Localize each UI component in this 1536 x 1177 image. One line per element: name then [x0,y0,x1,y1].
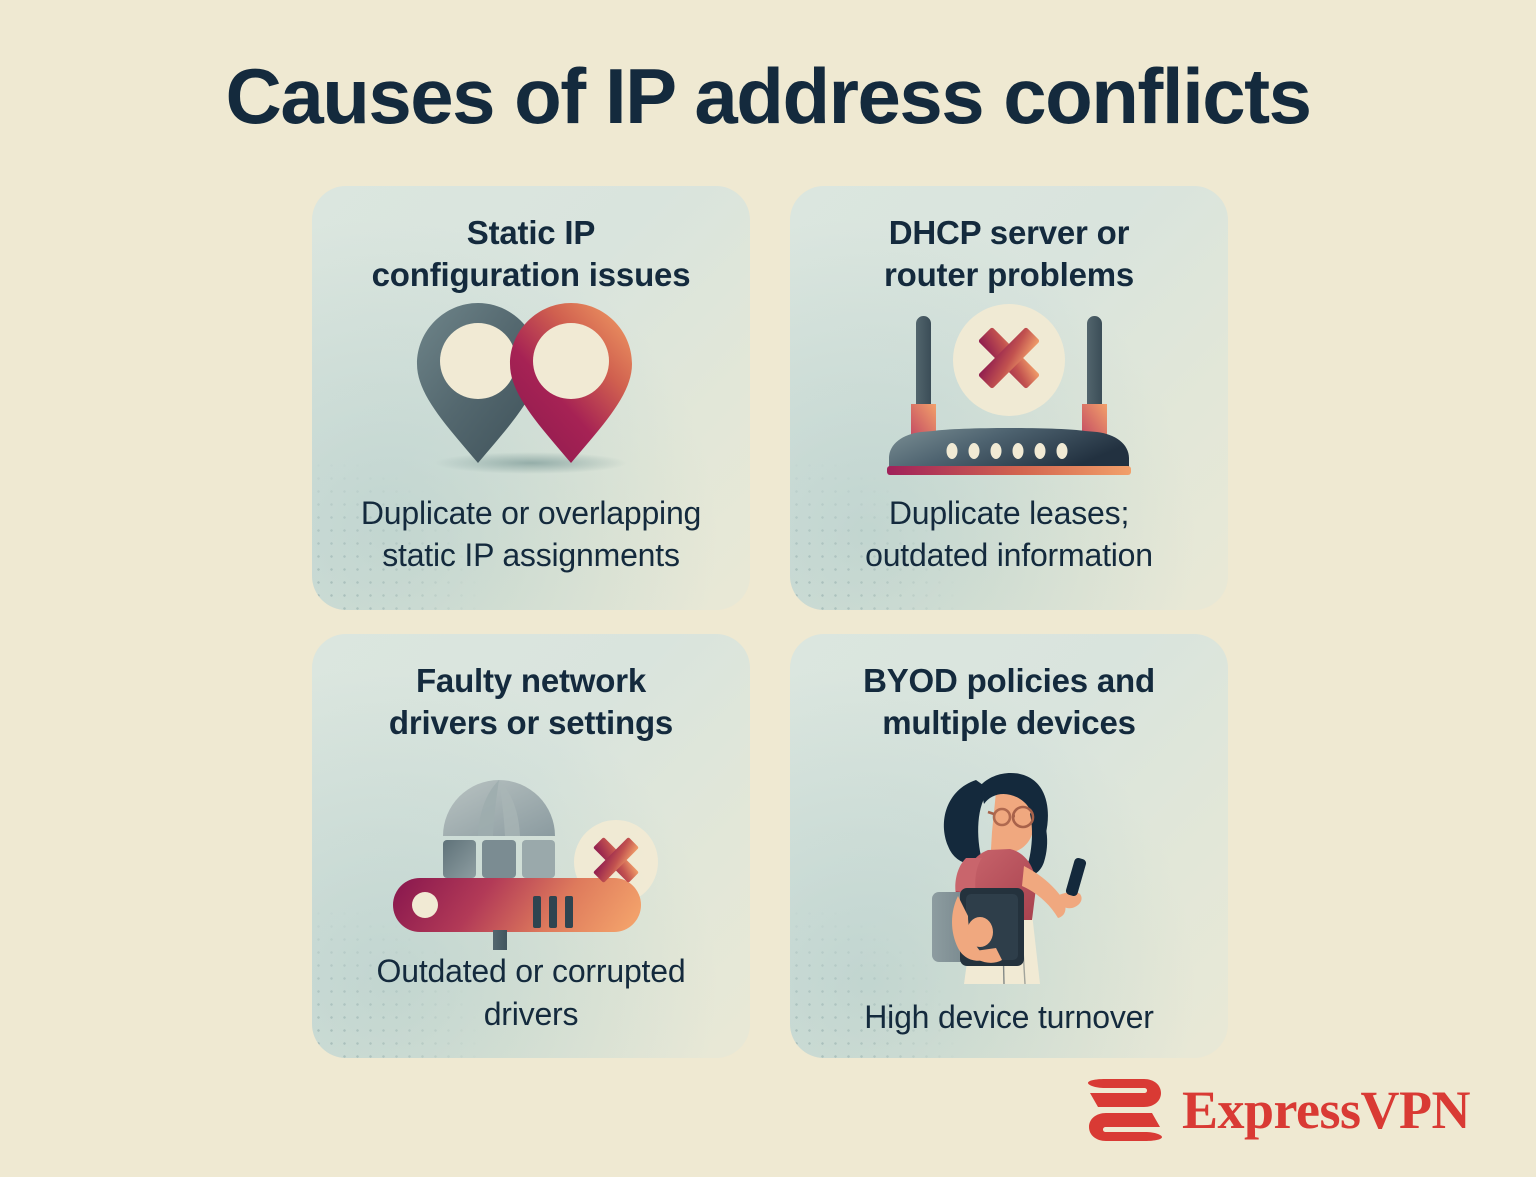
glasses-icon [987,806,1035,829]
smartphone-icon [1065,858,1087,897]
expressvpn-logo: ExpressVPN [1082,1073,1471,1147]
card-illustration [312,290,750,491]
map-pins-duplicate-icon [417,303,632,474]
card-heading: BYOD policies and multiple devices [808,660,1211,744]
card-dhcp-router-problems: DHCP server or router problems [790,186,1228,610]
card-static-ip-configuration: Static IP configuration issues [312,186,750,610]
card-heading-line: Faulty network [415,662,647,699]
card-caption-line: outdated information [865,536,1153,573]
card-heading: DHCP server or router problems [808,212,1211,296]
card-caption-line: static IP assignments [382,536,680,573]
card-caption-line: Duplicate or overlapping [360,494,702,531]
globe-dome [443,780,555,879]
person-with-devices-icon [932,773,1087,985]
error-x-icon [978,327,1040,389]
expressvpn-logo-mark [1087,1079,1162,1141]
card-illustration [790,294,1228,491]
card-illustration [790,746,1228,996]
page-title: Causes of IP address conflicts [225,52,1312,140]
card-heading: Faulty network drivers or settings [330,660,733,744]
card-caption: High device turnover [803,996,1215,1038]
cards-grid: Static IP configuration issues [312,186,1228,1058]
card-caption: Duplicate or overlapping static IP assig… [325,492,737,576]
card-heading-line: configuration issues [371,256,691,294]
card-heading-line: Static IP [466,214,596,251]
card-heading-line: DHCP server or [888,214,1130,251]
card-illustration [312,750,750,951]
card-caption-line: High device turnover [864,999,1154,1036]
card-caption: Duplicate leases; outdated information [803,492,1215,576]
card-caption: Outdated or corrupted drivers [325,950,737,1034]
error-x-icon [593,838,639,883]
card-heading-line: multiple devices [882,704,1136,742]
card-heading-line: drivers or settings [388,704,674,742]
router-error-icon [887,304,1131,475]
card-caption-line: Duplicate leases; [888,494,1130,531]
card-heading-line: router problems [883,256,1135,294]
card-caption-line: Outdated or corrupted [376,953,686,990]
card-byod-multiple-devices: BYOD policies and multiple devices [790,634,1228,1058]
card-heading-line: BYOD policies and [863,662,1155,699]
card-faulty-network-drivers: Faulty network drivers or settings [312,634,750,1058]
card-caption-line: drivers [483,995,579,1032]
expressvpn-logo-text: ExpressVPN [1181,1080,1471,1140]
card-heading: Static IP configuration issues [330,212,733,296]
network-server-error-icon [393,780,658,951]
